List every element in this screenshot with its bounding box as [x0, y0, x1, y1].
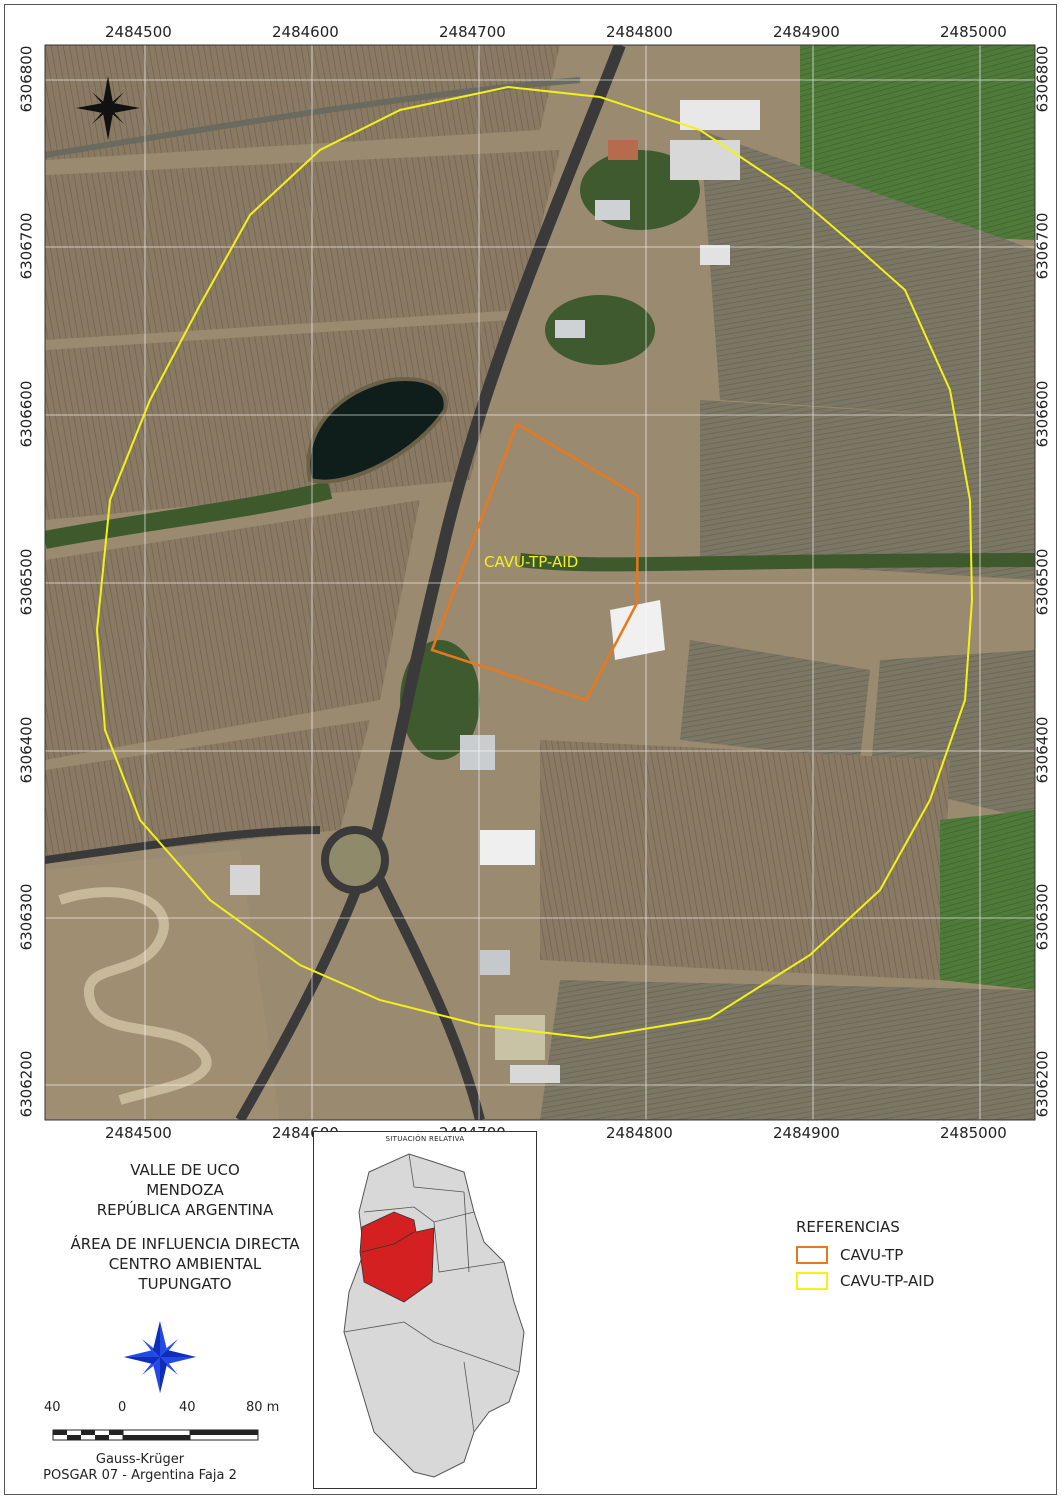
map-frame [4, 4, 1057, 1495]
legend-item-site[interactable]: CAVU-TP [796, 1246, 934, 1264]
map-title-line-1: ÁREA DE INFLUENCIA DIRECTA [70, 1235, 300, 1253]
x-tick-top-4: 2484900 [773, 23, 840, 41]
y-tick-right-3: 6306500 [1033, 548, 1052, 616]
inset-map: SITUACIÓN RELATIVA [313, 1131, 537, 1489]
y-tick-left-1: 6306700 [17, 212, 36, 280]
x-tick-bottom-3: 2484800 [606, 1124, 673, 1142]
aid-polygon[interactable] [95, 85, 974, 1040]
satellite-imagery [45, 45, 1035, 1120]
y-tick-right-4: 6306400 [1033, 716, 1052, 784]
province-line: MENDOZA [146, 1181, 224, 1199]
x-tick-top-3: 2484800 [606, 23, 673, 41]
legend-swatch-aid [796, 1272, 828, 1290]
y-tick-right-0: 6306800 [1033, 45, 1052, 113]
title-block: VALLE DE UCO MENDOZA REPÚBLICA ARGENTINA… [60, 1160, 310, 1294]
scale-bar [52, 1429, 259, 1441]
y-tick-left-0: 6306800 [17, 45, 36, 113]
map-border [44, 44, 1036, 1121]
legend-label-aid: CAVU-TP-AID [840, 1272, 935, 1290]
site-label: CAVU-TP-AID [484, 553, 578, 571]
x-tick-top-0: 2484500 [105, 23, 172, 41]
legend: REFERENCIAS CAVU-TP CAVU-TP-AID [796, 1218, 934, 1298]
legend-title: REFERENCIAS [796, 1218, 900, 1236]
y-tick-left-4: 6306400 [17, 716, 36, 784]
region-line: VALLE DE UCO [130, 1161, 240, 1179]
datum-name: POSGAR 07 - Argentina Faja 2 [43, 1468, 237, 1483]
compass-rose-icon [124, 1321, 196, 1393]
legend-item-aid[interactable]: CAVU-TP-AID [796, 1272, 934, 1290]
map-title-line-2: CENTRO AMBIENTAL [108, 1255, 262, 1273]
scale-label-end: 80 m [246, 1400, 280, 1415]
north-arrow-icon [76, 76, 140, 140]
x-tick-top-2: 2484700 [439, 23, 506, 41]
province-outline [343, 1153, 525, 1478]
y-tick-right-6: 6306200 [1033, 1050, 1052, 1118]
province-map [343, 1153, 525, 1478]
coordinate-grid [45, 45, 1035, 1120]
inset-title: SITUACIÓN RELATIVA [385, 1135, 465, 1143]
legend-swatch-site [796, 1246, 828, 1264]
country-line: REPÚBLICA ARGENTINA [96, 1201, 274, 1219]
map-title-line-3: TUPUNGATO [138, 1275, 232, 1293]
y-tick-left-5: 6306300 [17, 883, 36, 951]
x-tick-top-1: 2484600 [272, 23, 339, 41]
x-tick-bottom-4: 2484900 [773, 1124, 840, 1142]
legend-label-site: CAVU-TP [840, 1246, 904, 1264]
y-tick-right-5: 6306300 [1033, 883, 1052, 951]
y-tick-left-6: 6306200 [17, 1050, 36, 1118]
x-tick-bottom-0: 2484500 [105, 1124, 172, 1142]
y-tick-right-2: 6306600 [1033, 380, 1052, 448]
x-tick-top-5: 2485000 [940, 23, 1007, 41]
projection-info: Gauss-Krüger POSGAR 07 - Argentina Faja … [40, 1452, 240, 1484]
scale-label-mid: 40 [179, 1400, 196, 1415]
scale-label-left: 40 [44, 1400, 61, 1415]
projection-name: Gauss-Krüger [95, 1452, 185, 1467]
site-polygon[interactable] [430, 422, 640, 702]
selected-department [359, 1211, 435, 1303]
y-tick-left-3: 6306500 [17, 548, 36, 616]
x-tick-bottom-5: 2485000 [940, 1124, 1007, 1142]
y-tick-right-1: 6306700 [1033, 212, 1052, 280]
y-tick-left-2: 6306600 [17, 380, 36, 448]
scale-label-zero: 0 [118, 1400, 127, 1415]
